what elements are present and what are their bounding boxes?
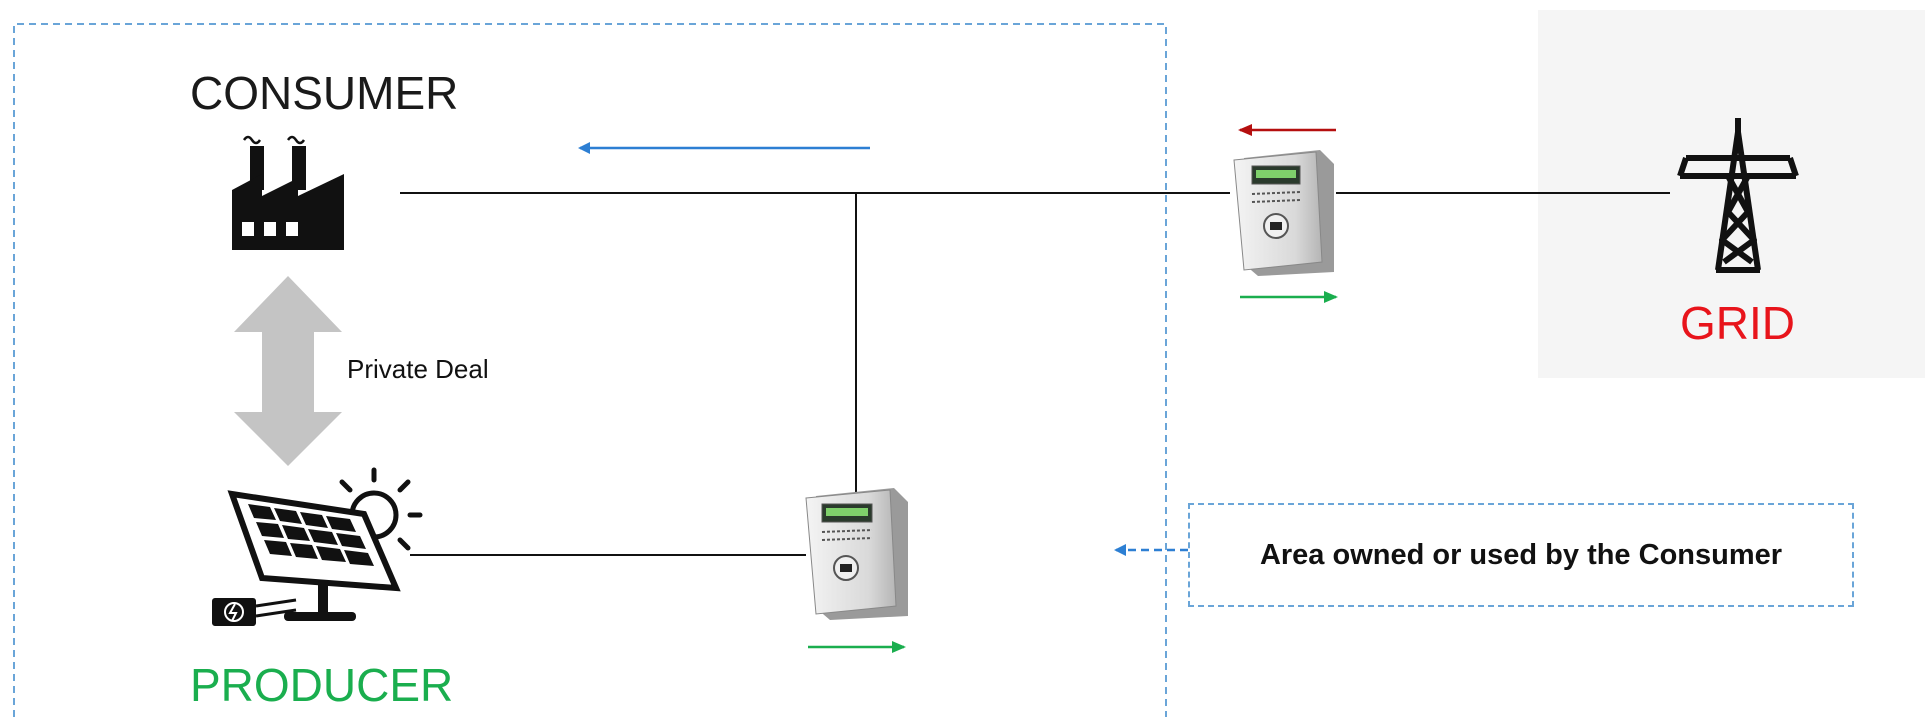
transmission-tower-icon xyxy=(1677,118,1799,273)
consumer-area-boundary xyxy=(13,23,1167,717)
grid-label: GRID xyxy=(1680,297,1795,349)
producer-meter-icon xyxy=(805,488,908,620)
solar-panel-icon xyxy=(212,467,423,626)
private-deal-double-arrow xyxy=(234,276,342,466)
grid-meter-icon xyxy=(1233,150,1334,276)
producer-label: PRODUCER xyxy=(190,659,454,711)
factory-icon xyxy=(232,135,344,250)
consumer-label: CONSUMER xyxy=(190,67,459,119)
private-deal-label: Private Deal xyxy=(347,354,489,384)
wiring xyxy=(400,192,1670,556)
area-legend-text: Area owned or used by the Consumer xyxy=(1259,538,1783,571)
area-legend-box: Area owned or used by the Consumer xyxy=(1188,503,1854,607)
